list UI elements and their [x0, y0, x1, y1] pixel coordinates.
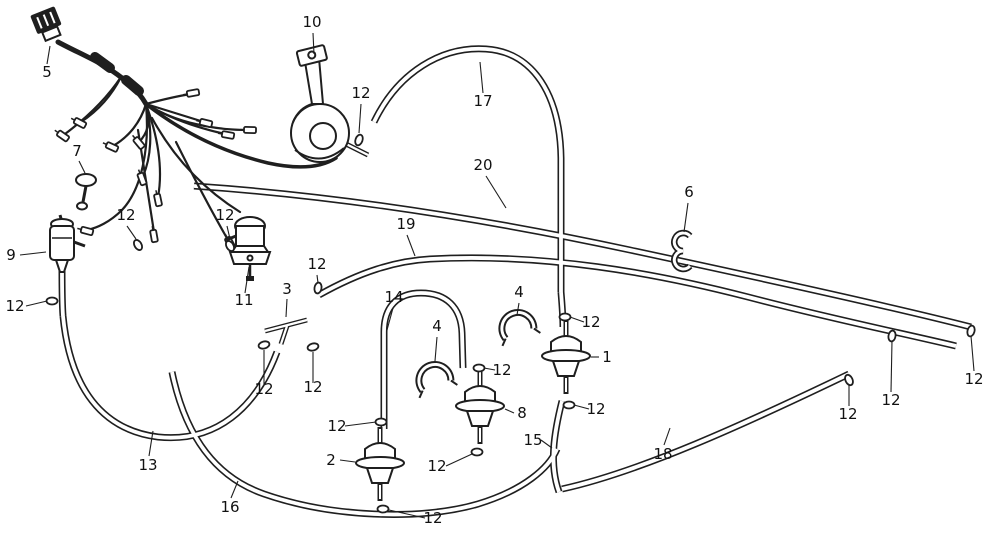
part-label-12-14: 12 [307, 255, 326, 273]
part-label-12-6: 12 [116, 206, 135, 224]
small-tubes-outline [265, 144, 368, 344]
part-label-7-5: 7 [72, 142, 82, 160]
harness-lead-to-valve10 [144, 102, 338, 169]
part-label-12-2: 12 [351, 84, 370, 102]
part-label-5-0: 5 [42, 63, 52, 81]
part-label-19-8: 19 [396, 215, 415, 233]
part-label-10-1: 10 [302, 13, 321, 31]
part-label-6-9: 6 [684, 183, 694, 201]
part-label-13-26: 13 [138, 456, 157, 474]
vacuum-tubes-fill [60, 46, 973, 517]
part-label-14-15: 14 [384, 288, 403, 306]
valve7-tip [76, 201, 88, 211]
part-label-15-29: 15 [523, 431, 542, 449]
part-label-3-13: 3 [282, 280, 292, 298]
part-label-4-16: 4 [514, 283, 524, 301]
part-label-12-22: 12 [492, 361, 511, 379]
part-label-11-12: 11 [234, 291, 253, 309]
leader-lines [19, 32, 975, 519]
valve11-body [235, 225, 265, 247]
hose-clips-12 [45, 132, 977, 514]
valve9-outlet [54, 259, 70, 273]
part-label-18-30: 18 [653, 445, 672, 463]
valve-7 [75, 173, 97, 211]
control-valve-10 [290, 44, 350, 163]
tube-14 [384, 293, 463, 429]
check-valve-1 [542, 320, 590, 394]
components [49, 44, 690, 501]
harness-trunk [55, 39, 149, 107]
valve-11 [225, 216, 272, 281]
harness-tape-band [90, 52, 115, 73]
valve9-body [49, 225, 75, 261]
part-label-12-20: 12 [254, 380, 273, 398]
harness-branch-wires [63, 75, 249, 242]
part-label-4-17: 4 [432, 317, 442, 335]
tube-16 [172, 372, 557, 514]
part-label-12-23: 12 [586, 400, 605, 418]
tube-18 [562, 374, 849, 489]
check-valve-2 [356, 427, 404, 501]
part-label-12-21: 12 [303, 378, 322, 396]
part-label-1-19: 1 [602, 348, 612, 366]
part-label-12-35: 12 [964, 370, 983, 388]
check-valve-8 [456, 370, 504, 444]
tube-clamp-4b [412, 359, 458, 397]
part-label-12-7: 12 [215, 206, 234, 224]
valve-9 [49, 214, 86, 273]
connector-5 [30, 6, 62, 43]
part-label-12-11: 12 [5, 297, 24, 315]
part-label-12-25: 12 [327, 417, 346, 435]
part-label-8-24: 8 [517, 404, 527, 422]
connector-collar [40, 25, 62, 43]
part-label-16-31: 16 [220, 498, 239, 516]
part-label-20-4: 20 [473, 156, 492, 174]
part-label-12-32: 12 [423, 509, 442, 527]
part-label-9-10: 9 [6, 246, 16, 264]
valve10-bracket-top [295, 44, 328, 67]
harness-tape-band [121, 75, 144, 96]
part-label-2-27: 2 [326, 451, 336, 469]
part-label-12-34: 12 [881, 391, 900, 409]
valve10-diaphragm [309, 122, 337, 150]
part-label-12-28: 12 [427, 457, 446, 475]
part-label-12-33: 12 [838, 405, 857, 423]
part-label-12-18: 12 [581, 313, 600, 331]
valve7-cap [75, 173, 97, 187]
small-tubes-fill [263, 142, 370, 346]
valve11-bolt [246, 276, 254, 281]
wiring-harness [30, 6, 338, 251]
valve10-neck [292, 103, 313, 123]
part-label-17-3: 17 [473, 92, 492, 110]
valve10-lower-lip [294, 147, 345, 160]
